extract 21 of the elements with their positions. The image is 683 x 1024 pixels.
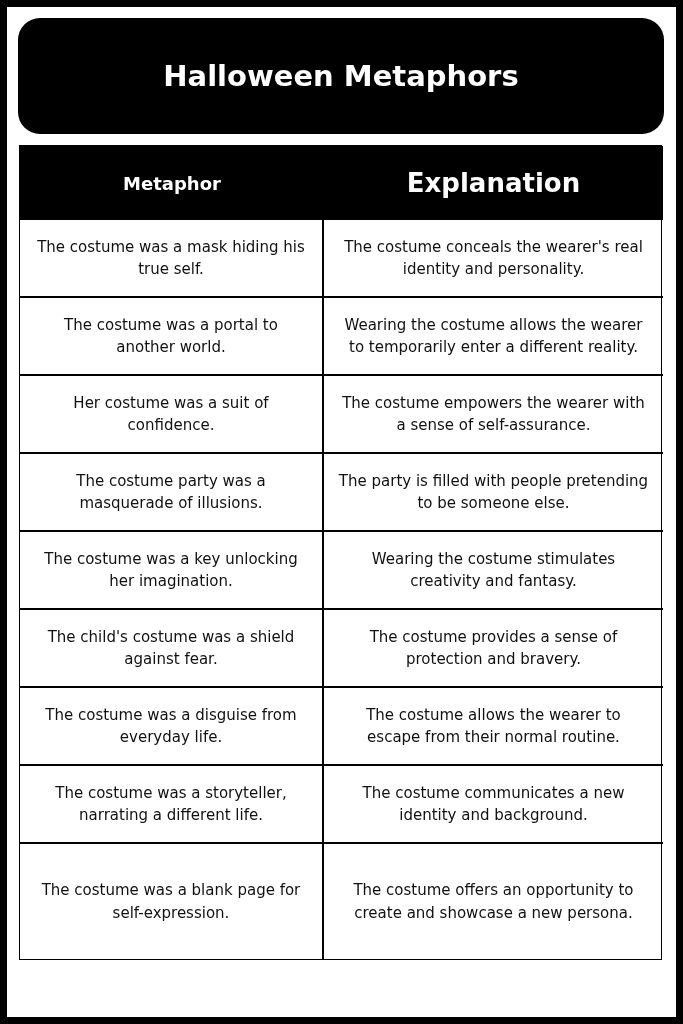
table-cell: The child's costume was a shield against fear. — [20, 610, 324, 688]
table-cell: The costume provides a sense of protection and bravery. — [324, 610, 663, 688]
title-banner: Halloween Metaphors — [18, 18, 664, 134]
table-cell: The costume was a blank page for self-expression. — [20, 844, 324, 959]
header-cell: Explanation — [324, 146, 663, 220]
table-cell: The costume was a mask hiding his true self. — [20, 220, 324, 298]
table-cell: The costume was a portal to another world. — [20, 298, 324, 376]
table-cell: The costume communicates a new identity and background. — [324, 766, 663, 844]
table-cell-text: The costume offers an opportunity to create and showcase a new persona. — [352, 880, 635, 924]
table-cell: Her costume was a suit of confidence. — [20, 376, 324, 454]
table-cell: The costume party was a masquerade of illusions. — [20, 454, 324, 532]
table-cell: The costume was a key unlocking her imagination. — [20, 532, 324, 610]
table-cell: Wearing the costume stimulates creativity and fantasy. — [324, 532, 663, 610]
table-cell: The costume empowers the wearer with a sense of self-assurance. — [324, 376, 663, 454]
header-cell: Metaphor — [20, 146, 324, 220]
table-cell: The costume allows the wearer to escape from their normal routine. — [324, 688, 663, 766]
table-cell: The costume conceals the wearer's real identity and personality. — [324, 220, 663, 298]
table-cell: Wearing the costume allows the wearer to temporarily enter a different reality. — [324, 298, 663, 376]
table-cell: The costume was a storyteller, narrating a different life. — [20, 766, 324, 844]
table-cell: The party is filled with people pretending to be someone else. — [324, 454, 663, 532]
table-cell: The costume was a disguise from everyday life. — [20, 688, 324, 766]
